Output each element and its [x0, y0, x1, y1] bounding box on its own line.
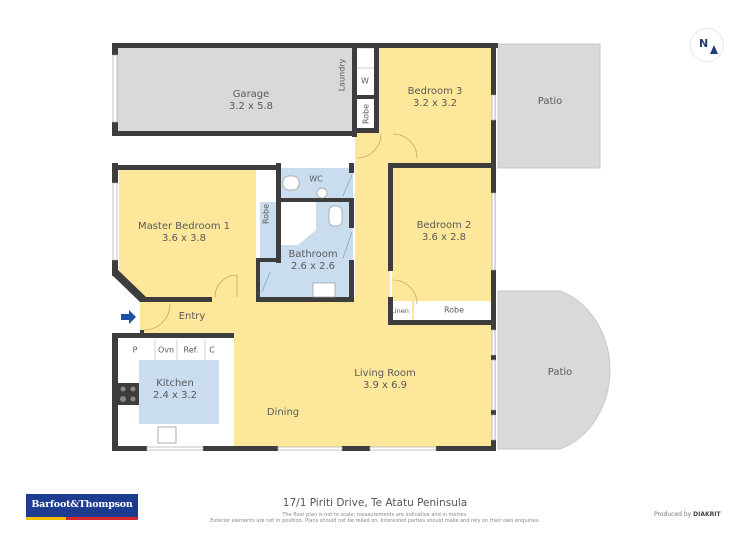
bedroom3-area: [377, 47, 496, 165]
cupboard-label: C: [209, 345, 215, 355]
fridge-label: Ref.: [183, 345, 199, 355]
wc-label: WC: [309, 174, 323, 184]
north-compass: N: [690, 28, 724, 62]
fixtures: [282, 175, 343, 298]
hall-area: [355, 132, 390, 302]
shower: [280, 202, 316, 245]
bedroom2-area: [392, 168, 496, 298]
doors: [143, 133, 418, 331]
linen-area: [390, 301, 412, 321]
kitchen-area: [139, 360, 219, 424]
brand-name: Barfoot&Thompson: [31, 499, 133, 510]
linen-label: Linen: [391, 307, 409, 315]
master-area: [119, 168, 256, 298]
laundry-w-label: W: [361, 76, 369, 86]
north-arrow-icon: [710, 45, 718, 54]
robe-top-area: [356, 100, 374, 130]
property-address: 17/1 Piriti Drive, Te Atatu Peninsula: [282, 497, 468, 509]
oven-label: Ovn: [157, 345, 175, 355]
floor-plan: [112, 43, 611, 451]
kitchen-bench-bottom: [139, 424, 234, 446]
wet-doors: [261, 174, 353, 293]
entry-arrow-icon: [121, 310, 136, 324]
patio-top-label: Patio: [537, 96, 563, 107]
disclaimer-line-2: Exterior elements are not in position. P…: [210, 518, 540, 524]
produced-by: Produced by DIAKRIT: [654, 511, 721, 518]
patio-right-area: [497, 290, 611, 450]
dining-label: Dining: [266, 407, 300, 418]
robe-master-label: Robe: [261, 203, 271, 225]
patio-right-label: Patio: [547, 367, 573, 378]
windows: [112, 54, 496, 451]
robe-b2-label: Robe: [443, 305, 465, 315]
patio-top-area: [497, 43, 601, 169]
laundry-tub: [354, 47, 376, 69]
kitchen-bench-top: [117, 340, 219, 360]
disclaimer-line-1: The floor plan is not to scale; measurem…: [282, 512, 468, 518]
producer-name: DIAKRIT: [693, 511, 721, 518]
laundry-label: Laundry: [337, 58, 347, 92]
kitchen-island: [219, 397, 234, 424]
laundry-w: [355, 70, 375, 92]
garage-area: [117, 47, 357, 135]
brand-logo: Barfoot&Thompson: [26, 494, 138, 520]
north-label: N: [699, 37, 709, 50]
kitchen-sink: [157, 426, 177, 444]
living-upper-area: [258, 298, 392, 323]
cooktop: [117, 383, 139, 405]
walls: [112, 43, 498, 451]
robe-top-label: Robe: [361, 103, 371, 125]
robe-b2-area: [414, 301, 494, 321]
entry-label: Entry: [178, 311, 206, 322]
pantry-label: P: [132, 345, 138, 355]
